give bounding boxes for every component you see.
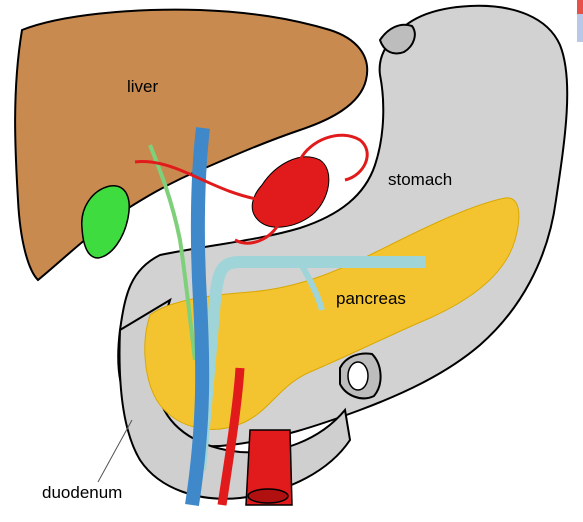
- duodenum-leader-line: [98, 420, 132, 482]
- celiac-arteries: [252, 157, 329, 227]
- duodenum-label: duodenum: [42, 483, 122, 502]
- pancreas-label: pancreas: [336, 289, 406, 308]
- liver-label: liver: [127, 77, 159, 96]
- jejunum-lumen: [348, 362, 368, 390]
- stomach-label: stomach: [388, 170, 452, 189]
- aorta-opening: [248, 489, 288, 503]
